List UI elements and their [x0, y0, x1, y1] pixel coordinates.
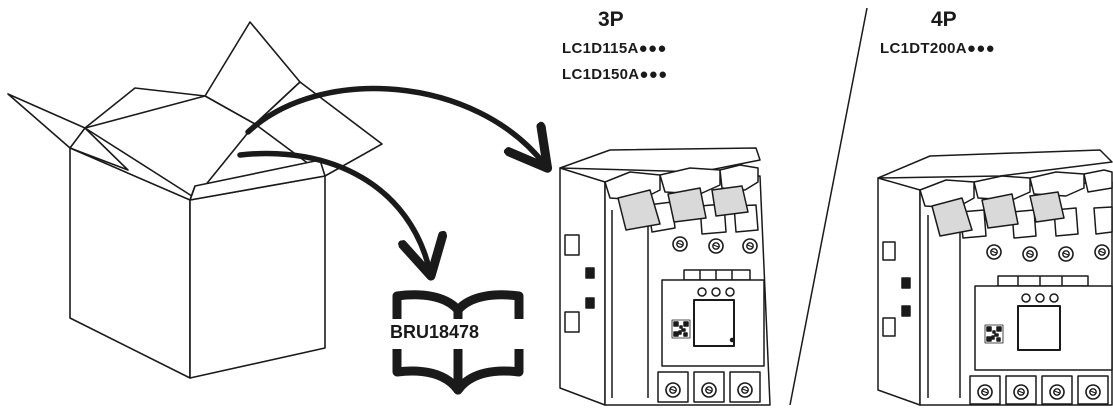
poles-label-4p: 4P: [931, 8, 957, 32]
contactor-3p-illustration: [560, 148, 770, 405]
open-box-illustration: [8, 22, 382, 378]
poles-label-3p: 3P: [598, 8, 624, 32]
divider-line: [790, 8, 867, 405]
manual-code-label: BRU18478: [390, 322, 479, 343]
reference-4p-1: LC1DT200A●●●: [880, 40, 995, 57]
contactor-4p-illustration: [878, 150, 1112, 405]
reference-3p-2: LC1D150A●●●: [562, 66, 668, 83]
reference-3p-1: LC1D115A●●●: [562, 40, 667, 57]
